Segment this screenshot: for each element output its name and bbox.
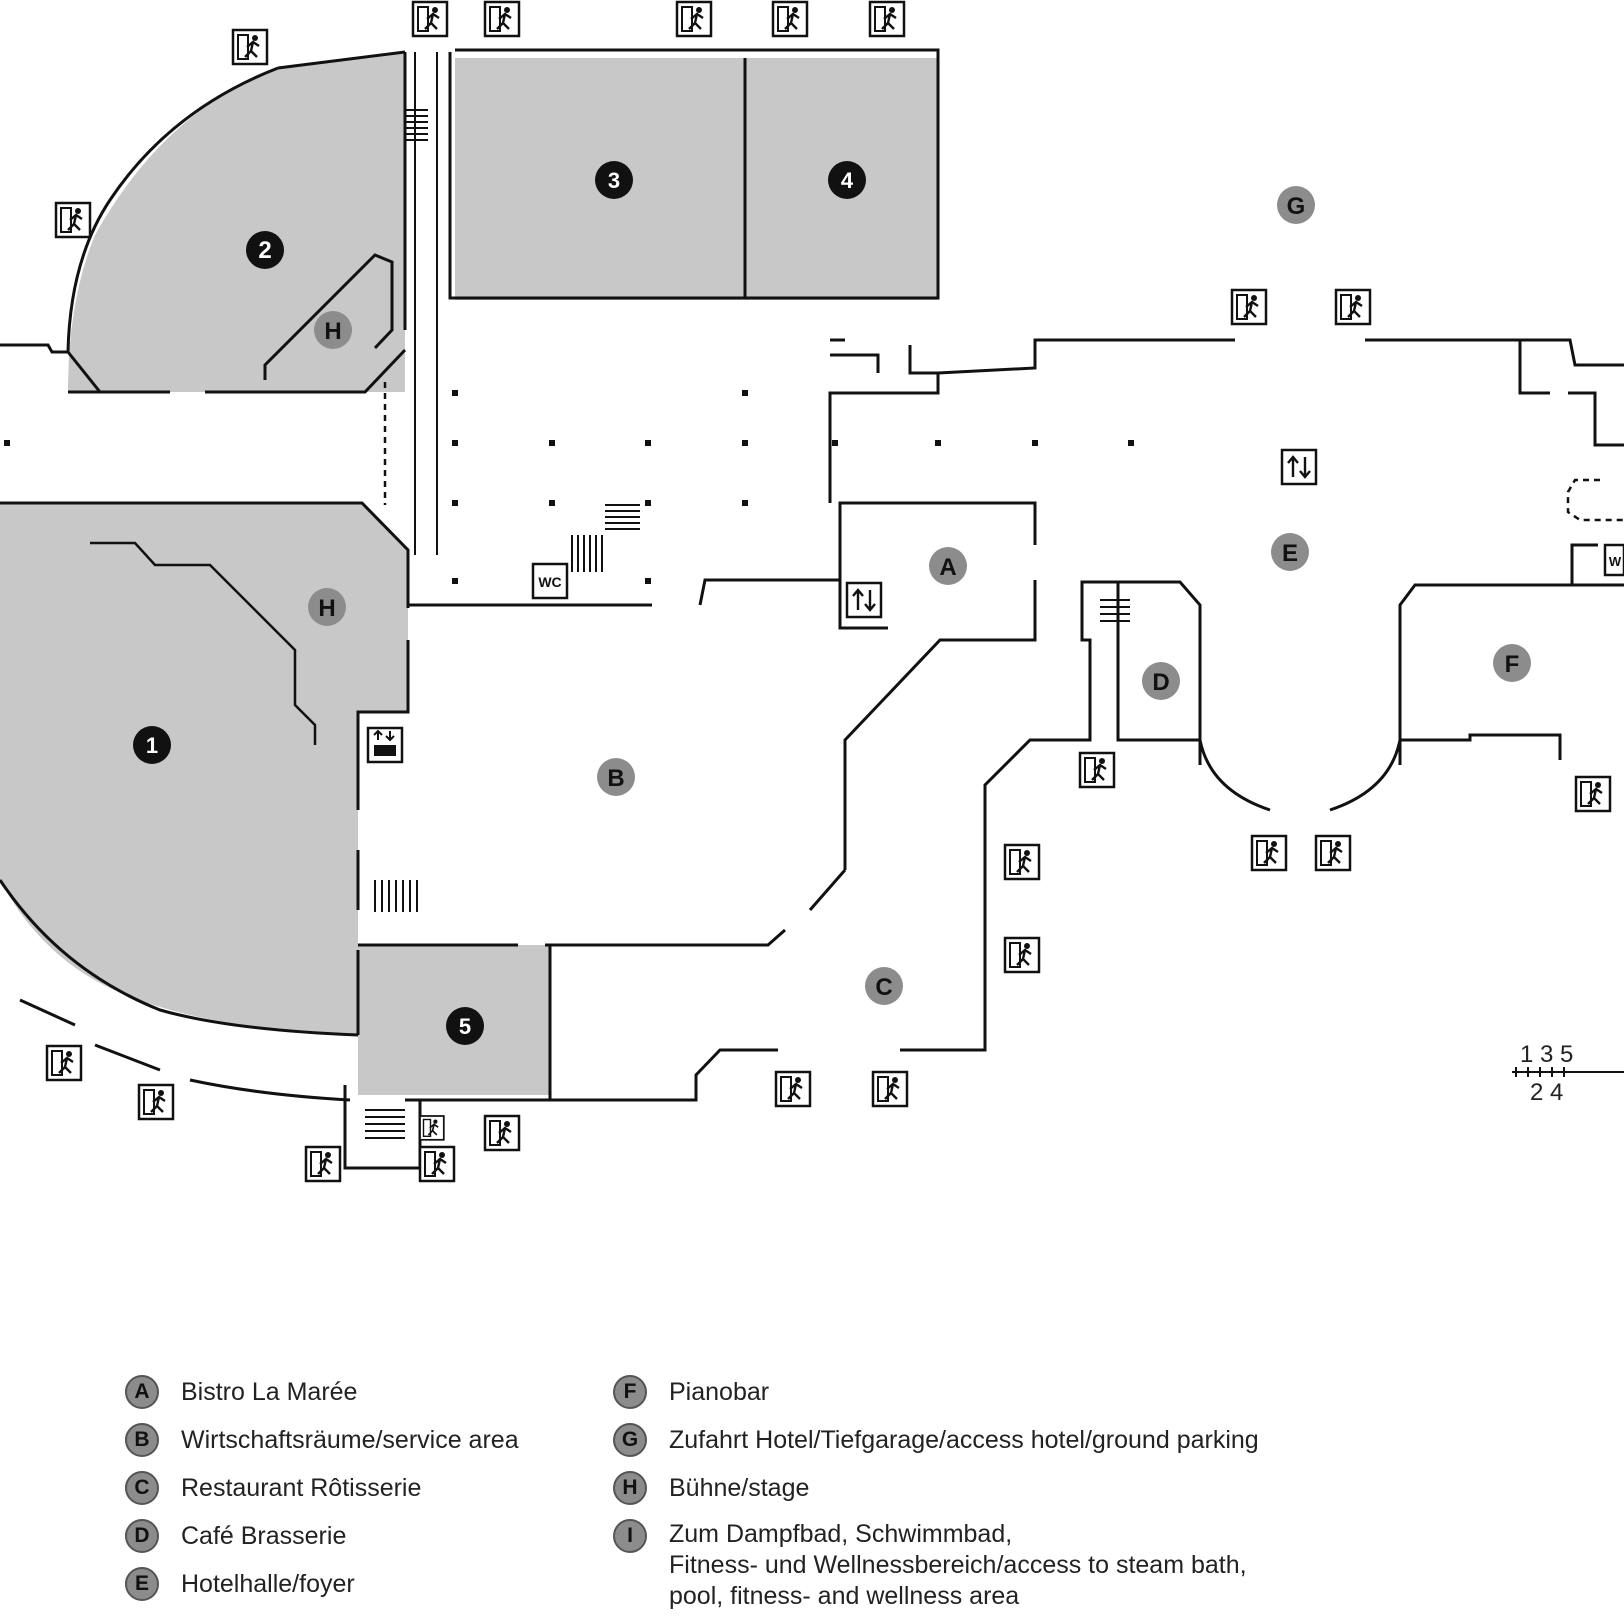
legend-badge: I [613, 1519, 647, 1553]
legend-item-a: A Bistro La Marée [125, 1375, 519, 1423]
legend-right: F Pianobar G Zufahrt Hotel/Tiefgarage/acce… [613, 1375, 1259, 1619]
room-1-partition [90, 541, 317, 745]
emergency-exit-icon [868, 0, 906, 38]
svg-text:A: A [939, 554, 956, 581]
room-1-area [0, 503, 408, 1035]
svg-text:G: G [1287, 193, 1306, 220]
goods-lift-icon [366, 726, 404, 764]
legend-label: Pianobar [669, 1378, 770, 1406]
legend-item-c: C Restaurant Rôtisserie [125, 1471, 519, 1519]
legend-badge: C [125, 1471, 159, 1505]
room-3-label: 3 [608, 168, 620, 193]
legend-item-g: G Zufahrt Hotel/Tiefgarage/access hotel/g… [613, 1423, 1259, 1471]
svg-text:B: B [607, 765, 624, 792]
emergency-exit-icon [774, 1070, 812, 1108]
legend-item-i: I Zum Dampfbad, Schwimmbad, Fitness- und… [613, 1519, 1259, 1619]
emergency-exit-icon [419, 1115, 445, 1141]
scale-bottom-label: 2 4 [1530, 1079, 1563, 1106]
emergency-exit-icon [304, 1145, 342, 1183]
emergency-exit-icon [45, 1044, 83, 1082]
svg-text:H: H [324, 318, 341, 345]
room-2-label: 2 [258, 237, 271, 264]
svg-text:C: C [875, 974, 892, 1001]
legend-label: Zum Dampfbad, Schwimmbad, Fitness- und W… [669, 1519, 1247, 1612]
legend-label: Bistro La Marée [181, 1378, 358, 1406]
legend-item-b: B Wirtschaftsräume/service area [125, 1423, 519, 1471]
scale-top-label: 1 3 5 [1520, 1041, 1573, 1068]
legend-item-f: F Pianobar [613, 1375, 1259, 1423]
emergency-exit-icon [137, 1083, 175, 1121]
emergency-exit-icon [771, 0, 809, 38]
emergency-exit-icon [483, 0, 521, 38]
legend-line: pool, fitness- and wellness area [669, 1582, 1020, 1610]
emergency-exit-icon [1250, 834, 1288, 872]
emergency-exit-icon [483, 1114, 521, 1152]
wc-label: WC [538, 574, 561, 590]
room-5-label: 5 [459, 1014, 471, 1039]
emergency-exit-icon [1003, 843, 1041, 881]
legend-badge: F [613, 1375, 647, 1409]
legend-label: Bühne/stage [669, 1474, 810, 1502]
svg-text:E: E [1282, 540, 1298, 567]
elevator-icon [845, 581, 883, 619]
legend-label: Wirtschaftsräume/service area [181, 1426, 519, 1454]
room-4-label: 4 [841, 168, 854, 193]
elevator-icon [1280, 448, 1318, 486]
legend-label: Zufahrt Hotel/Tiefgarage/access hotel/gr… [669, 1426, 1259, 1454]
emergency-exit-icon [871, 1070, 909, 1108]
legend-badge: D [125, 1519, 159, 1553]
legend-label: Hotelhalle/foyer [181, 1570, 355, 1598]
emergency-exit-icon [1003, 936, 1041, 974]
legend-badge: B [125, 1423, 159, 1457]
emergency-exit-icon [54, 201, 92, 239]
emergency-exit-icon [1574, 775, 1612, 813]
wc-label-2: W [1609, 554, 1622, 569]
legend-badge: G [613, 1423, 647, 1457]
scale-bar: 1 3 5 2 4 [1512, 1041, 1624, 1106]
legend-label: Café Brasserie [181, 1522, 347, 1550]
emergency-exit-icon [1334, 288, 1372, 326]
stairs-icon [365, 109, 1130, 1139]
svg-text:H: H [318, 595, 335, 622]
legend-left: A Bistro La Marée B Wirtschaftsräume/servi… [125, 1375, 519, 1615]
rooms-fill [0, 52, 938, 1095]
room-1-label: 1 [146, 733, 158, 758]
emergency-exit-icon [675, 0, 713, 38]
walls [0, 48, 1624, 1170]
legend-item-h: H Bühne/stage [613, 1471, 1259, 1519]
emergency-exit-icon [418, 1145, 456, 1183]
glass-walls [383, 382, 1624, 522]
emergency-exit-icon [231, 28, 269, 66]
legend-label: Restaurant Rôtisserie [181, 1474, 422, 1502]
emergency-exit-icon [1314, 834, 1352, 872]
emergency-exit-icon [1078, 751, 1116, 789]
legend-line: Zum Dampfbad, Schwimmbad, [669, 1520, 1013, 1548]
room-badges: 2 3 4 1 5 [133, 161, 866, 1045]
room-2-area [68, 52, 405, 392]
emergency-exit-icon [411, 0, 449, 38]
legend-item-e: E Hotelhalle/foyer [125, 1567, 519, 1615]
legend-line: Fitness- und Wellnessbereich/access to s… [669, 1551, 1247, 1579]
wc-icon: WC W [531, 543, 1624, 600]
legend-badge: A [125, 1375, 159, 1409]
emergency-exit-icon [1230, 288, 1268, 326]
legend-badge: H [613, 1471, 647, 1505]
columns [4, 390, 1134, 584]
svg-text:D: D [1152, 669, 1169, 696]
zone-badges: H G A E H B D F C [308, 186, 1531, 1005]
svg-text:F: F [1505, 651, 1520, 678]
legend-item-d: D Café Brasserie [125, 1519, 519, 1567]
legend-badge: E [125, 1567, 159, 1601]
